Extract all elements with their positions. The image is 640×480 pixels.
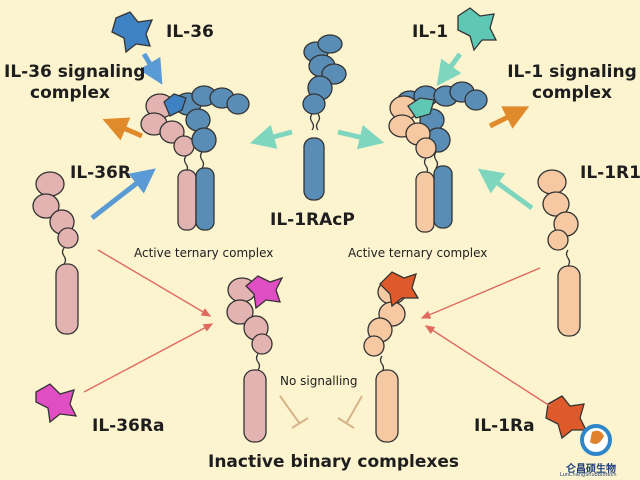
logo-subtext: LunChangShuoBiotech (560, 472, 617, 478)
il36-binding-arrow (138, 52, 163, 85)
il36-ligand (111, 11, 154, 54)
il1ra-label: IL-1Ra (474, 416, 535, 436)
il1racp-right-arrow (337, 124, 385, 150)
il1r1-label: IL-1R1 (580, 163, 640, 183)
il36-label: IL-36 (166, 22, 214, 42)
il1racp-label: IL-1RAcP (270, 210, 355, 230)
il1-label: IL-1 (412, 22, 449, 42)
il36-ternary-complex (140, 85, 250, 231)
il1ra-antagonist (545, 395, 588, 440)
il1r1-receptor (537, 169, 581, 337)
red-line-il1r1 (420, 267, 541, 319)
il36-signal-arrow (102, 117, 143, 141)
il1r1-recruit-arrow (477, 168, 534, 211)
il36r-receptor (32, 171, 79, 335)
red-line-il36r (97, 249, 212, 317)
il1-signal-arrow (488, 106, 530, 129)
no-signalling-inhibit-marks (279, 395, 363, 429)
il1-binding-arrow (436, 52, 463, 87)
il1-ligand (457, 7, 498, 52)
red-line-il1ra (424, 325, 551, 407)
brand-logo (580, 424, 612, 456)
logo-text: 仑昌硕生物 (566, 464, 616, 475)
il36r-il36ra-complex (226, 275, 284, 443)
il1-signaling-complex-label: IL-1 signaling complex (507, 62, 637, 103)
il1racp-receptor (302, 34, 347, 201)
il36-signaling-complex-label: IL-36 signaling complex (4, 62, 146, 103)
il36ra-label: IL-36Ra (92, 416, 165, 436)
il1racp-left-arrow (249, 124, 293, 149)
red-line-il36ra (83, 323, 214, 393)
il36r-label: IL-36R (70, 163, 131, 183)
il1r1-il1ra-complex (363, 271, 420, 443)
active-ternary-label-left: Active ternary complex (134, 246, 274, 260)
no-signalling-label: No signalling (280, 374, 358, 388)
il36ra-antagonist (35, 383, 78, 424)
il36r-recruit-arrow (90, 168, 156, 220)
active-ternary-label-right: Active ternary complex (348, 246, 488, 260)
inactive-binary-complexes-label: Inactive binary complexes (208, 452, 460, 472)
il1-ternary-complex (388, 81, 488, 233)
